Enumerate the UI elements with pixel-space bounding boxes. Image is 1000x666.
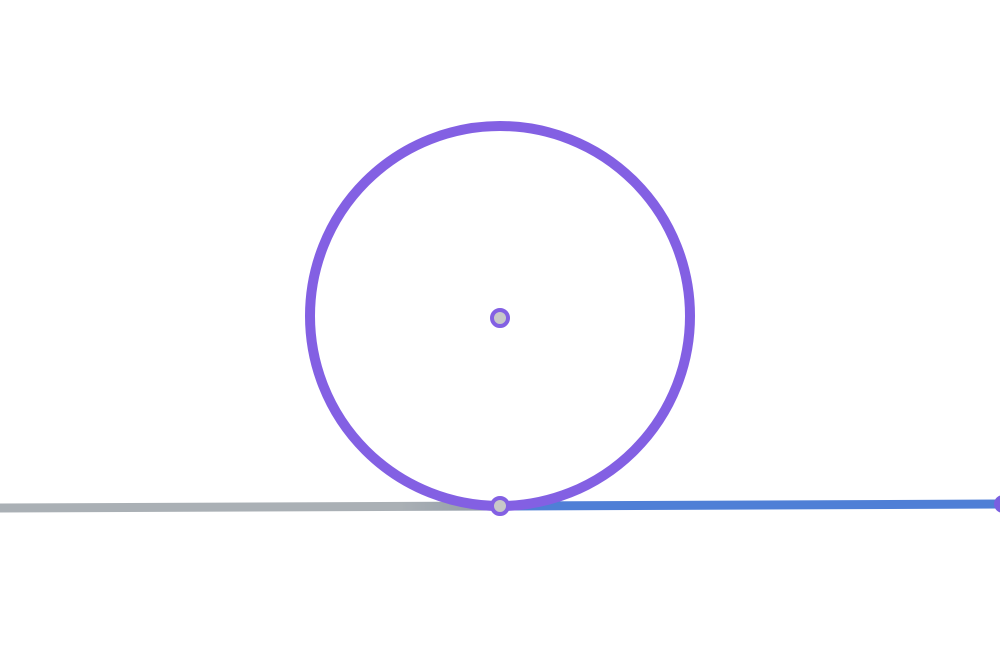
- ground-line-left: [0, 501, 501, 513]
- center-point[interactable]: [490, 308, 510, 328]
- right-end-point[interactable]: [994, 495, 1000, 513]
- ground-line-right: [499, 499, 1000, 511]
- contact-point[interactable]: [490, 496, 510, 516]
